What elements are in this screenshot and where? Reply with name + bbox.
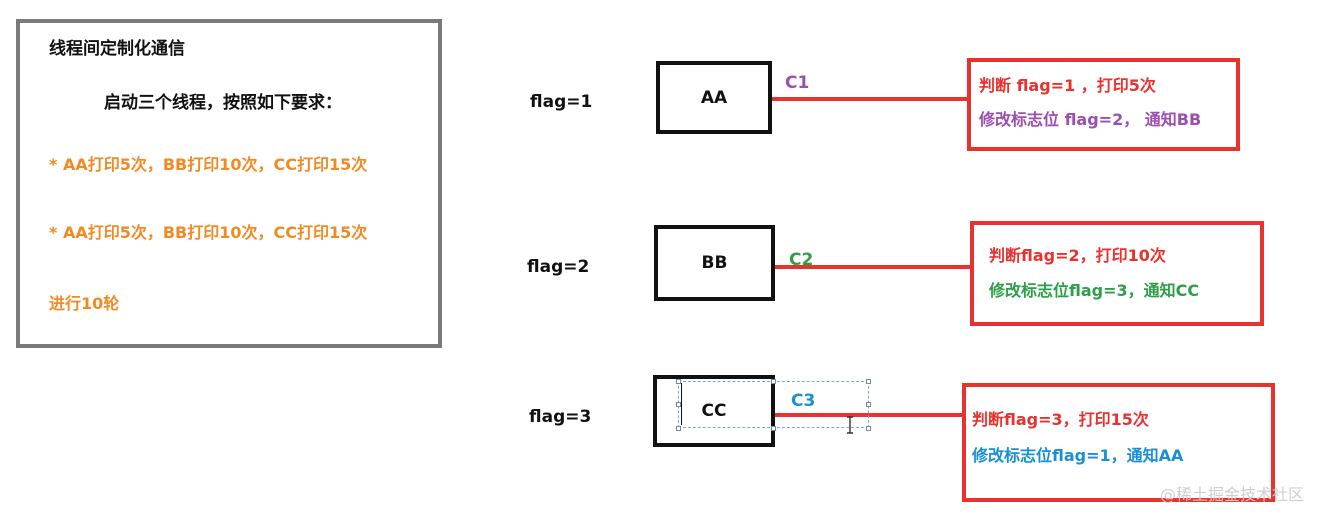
resize-handle-bottom-left[interactable] <box>676 426 681 431</box>
requirements-panel <box>16 19 442 348</box>
flag-label-2: flag=2 <box>527 257 590 277</box>
requirement-line-1: * AA打印5次，BB打印10次，CC打印15次 <box>49 155 368 174</box>
thread-label-bb: BB <box>701 253 728 273</box>
thread-box-cc: CC <box>653 375 775 447</box>
note-1-line-1: 判断 flag=1 ，打印5次 <box>979 76 1156 95</box>
watermark: @稀土掘金技术社区 <box>1159 485 1304 504</box>
condition-label-c3: C3 <box>791 391 816 411</box>
thread-box-aa: AA <box>656 61 772 134</box>
thread-label-aa: AA <box>700 87 728 108</box>
note-3-line-1: 判断flag=3，打印15次 <box>972 410 1149 429</box>
resize-handle-middle-left[interactable] <box>676 402 681 407</box>
requirement-line-3: 进行10轮 <box>49 294 120 313</box>
thread-label-cc: CC <box>701 401 727 421</box>
note-3-line-2: 修改标志位flag=1，通知AA <box>972 446 1184 465</box>
condition-label-c1: C1 <box>785 73 810 93</box>
flag-label-3: flag=3 <box>529 407 592 427</box>
connector-line-1 <box>772 97 969 101</box>
connector-line-3 <box>775 413 965 417</box>
selection-frame[interactable] <box>678 381 869 428</box>
text-cursor-icon <box>847 416 853 434</box>
thread-box-bb: BB <box>654 225 775 301</box>
note-box-1: 判断 flag=1 ，打印5次 修改标志位 flag=2， 通知BB <box>967 58 1240 151</box>
flag-label-1: flag=1 <box>530 92 593 112</box>
resize-handle-top-left[interactable] <box>676 379 681 384</box>
resize-handle-middle-right[interactable] <box>866 402 871 407</box>
resize-handle-bottom-middle[interactable] <box>771 426 776 431</box>
note-2-line-1: 判断flag=2，打印10次 <box>989 246 1166 265</box>
text-caret <box>681 383 682 425</box>
requirement-line-2: * AA打印5次，BB打印10次，CC打印15次 <box>49 223 368 242</box>
resize-handle-bottom-right[interactable] <box>866 426 871 431</box>
connector-line-2 <box>775 265 972 269</box>
panel-title: 线程间定制化通信 <box>49 39 185 59</box>
note-box-2: 判断flag=2，打印10次 修改标志位flag=3，通知CC <box>970 221 1264 326</box>
panel-subtitle: 启动三个线程，按照如下要求： <box>104 93 342 113</box>
resize-handle-top-middle[interactable] <box>771 379 776 384</box>
resize-handle-top-right[interactable] <box>866 379 871 384</box>
note-2-line-2: 修改标志位flag=3，通知CC <box>989 281 1200 300</box>
note-1-line-2: 修改标志位 flag=2， 通知BB <box>979 110 1202 129</box>
note-box-3: 判断flag=3，打印15次 修改标志位flag=1，通知AA <box>962 383 1275 502</box>
